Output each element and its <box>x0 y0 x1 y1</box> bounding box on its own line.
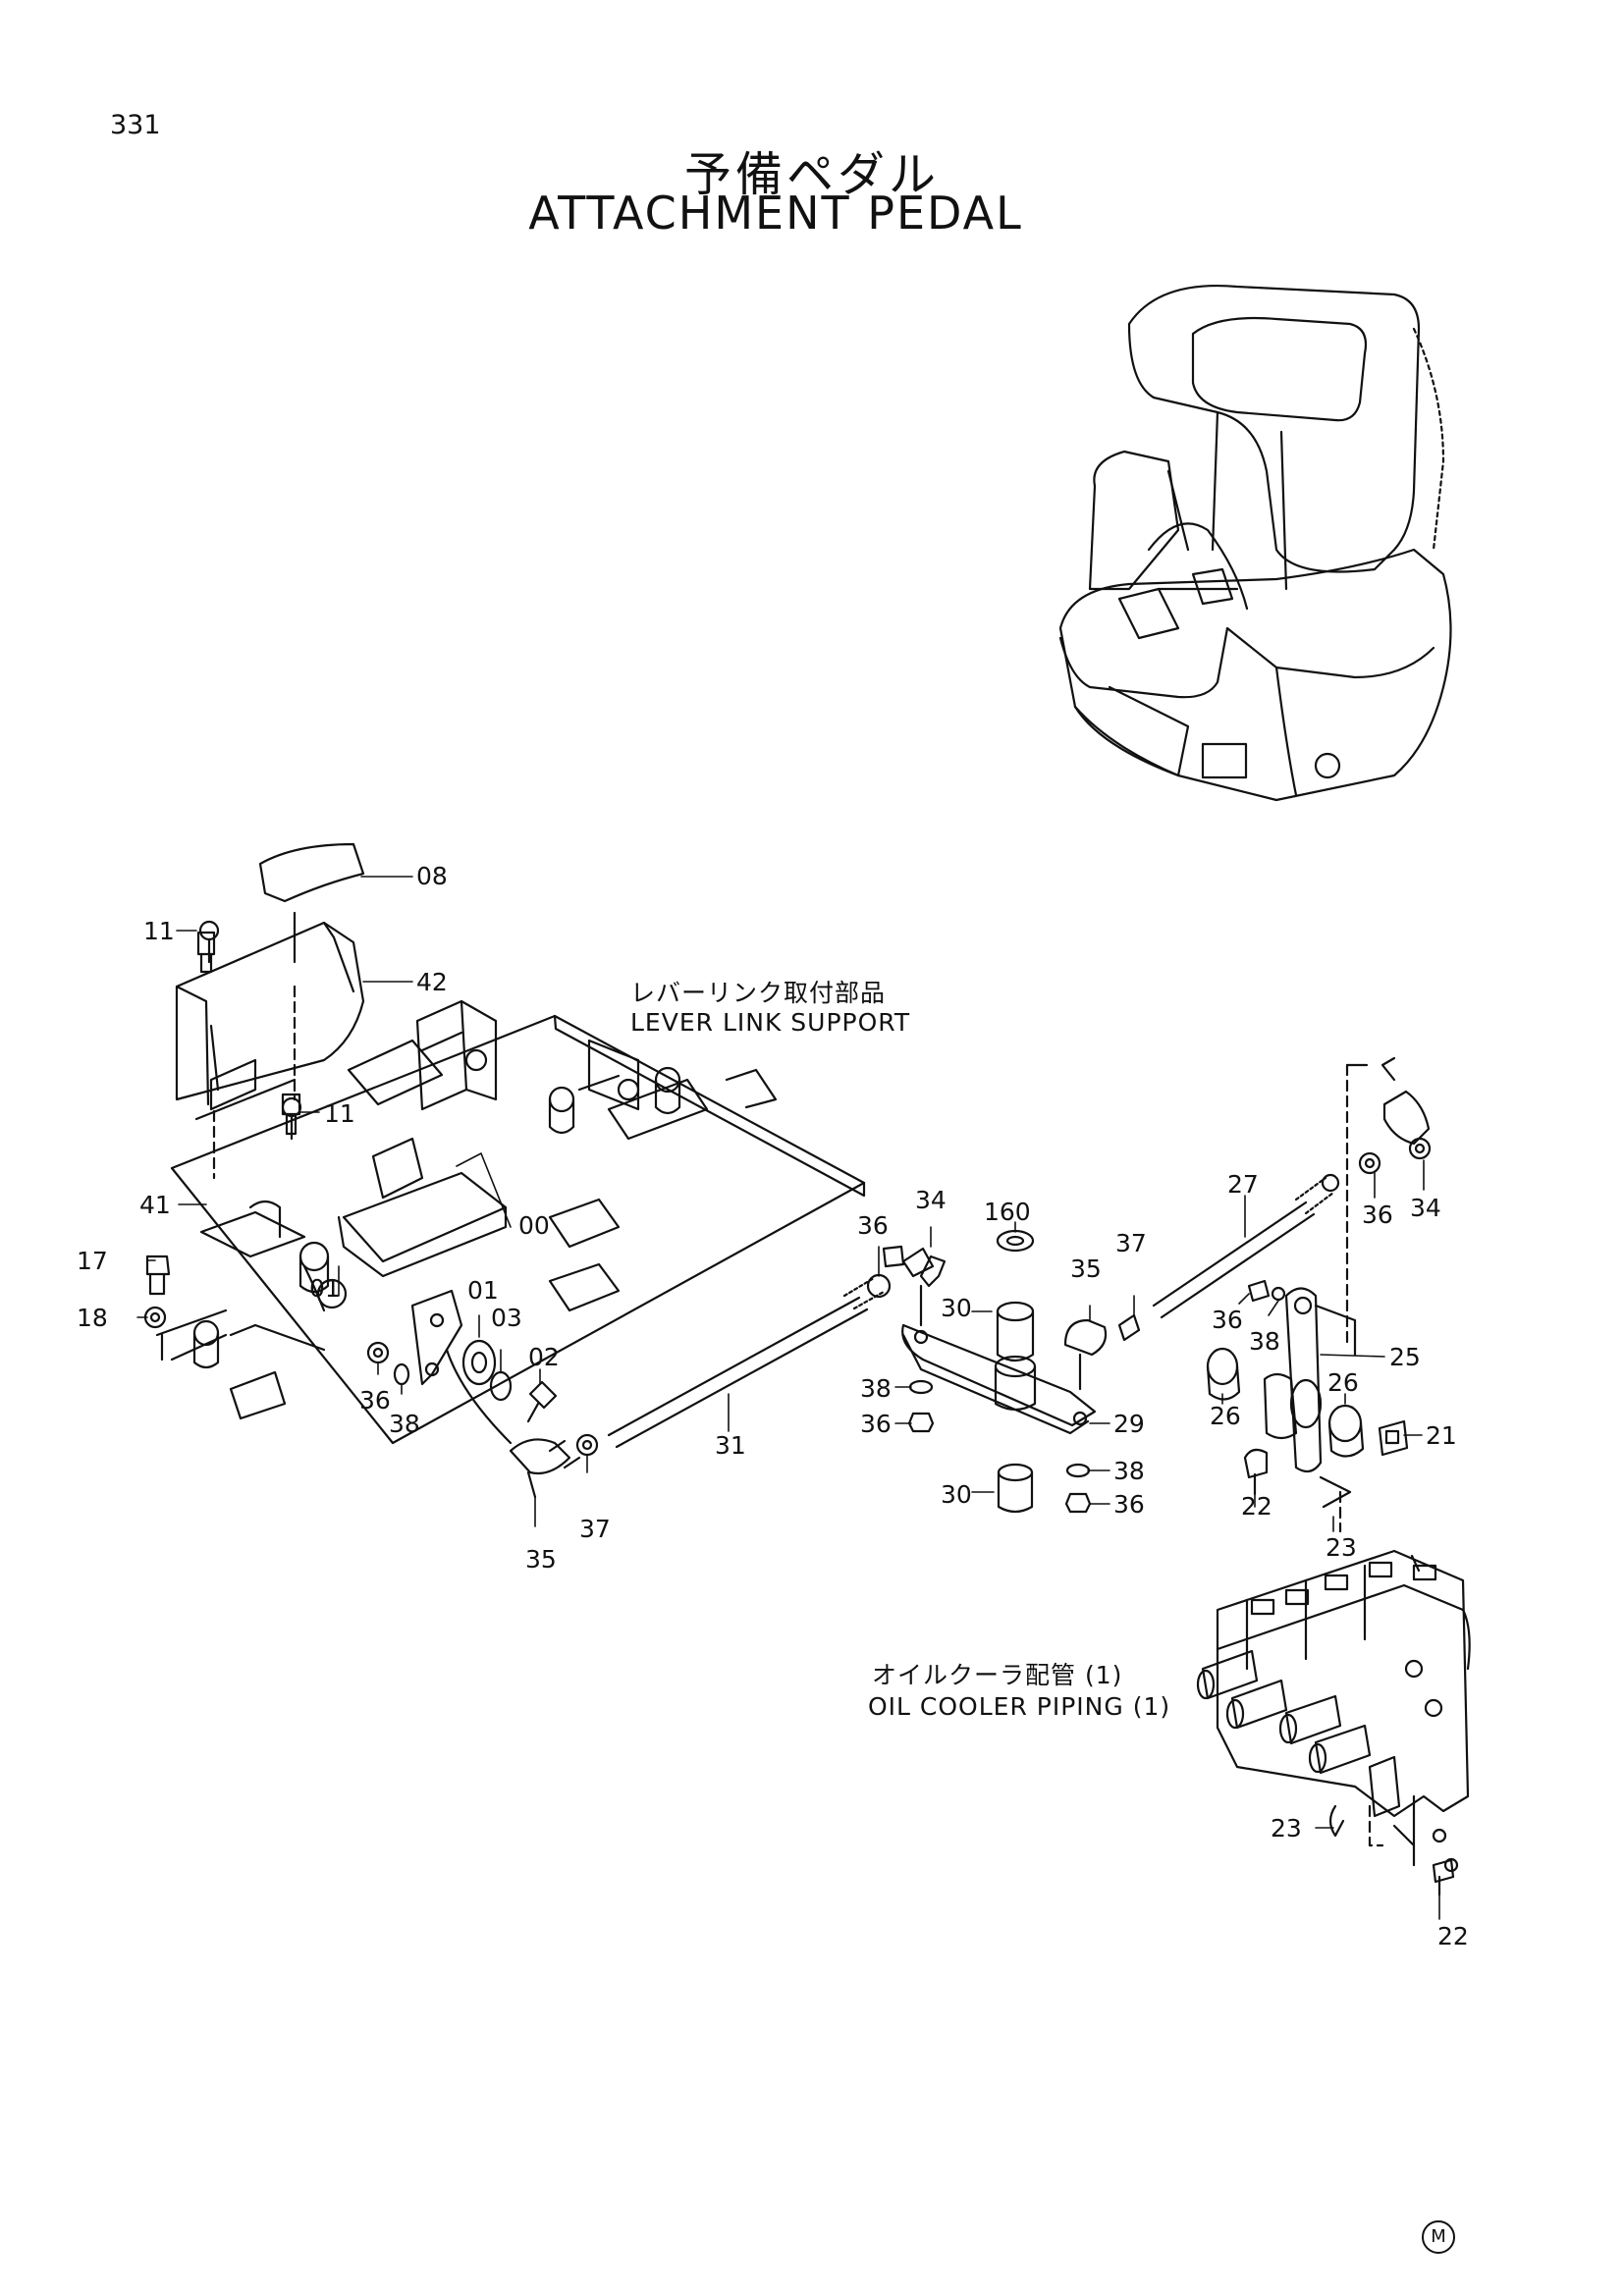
part-number-label: 36 <box>1113 1490 1145 1519</box>
part-number-label: 08 <box>416 862 448 890</box>
part-number-label: 35 <box>1070 1255 1102 1283</box>
part-number-label: 31 <box>715 1431 746 1460</box>
part-number-label: 25 <box>1389 1343 1421 1371</box>
lever-link-support-label: LEVER LINK SUPPORT <box>630 1008 911 1037</box>
part-number-label: 27 <box>1227 1170 1259 1199</box>
oil-cooler-piping-label-jp: オイルクーラ配管 (1) <box>872 1661 1123 1689</box>
part-number-label: 37 <box>1115 1229 1147 1257</box>
part-number-label: 36 <box>1212 1306 1243 1334</box>
part-number-label: 35 <box>525 1545 557 1574</box>
part-number-label: 41 <box>139 1191 171 1219</box>
rod-31 <box>509 1273 892 1499</box>
part-number-label: 22 <box>1437 1922 1469 1950</box>
part-number-label: 01 <box>467 1276 499 1305</box>
part-number-label: 22 <box>1241 1492 1272 1521</box>
page-title-japanese: 予備ペダル <box>683 147 940 202</box>
link-plate-29 <box>882 1229 1141 1514</box>
page-title: ATTACHMENT PEDAL <box>528 187 1023 240</box>
part-number-label: 02 <box>528 1343 560 1371</box>
part-number-label: 11 <box>143 917 175 945</box>
part-number-label: 30 <box>941 1480 972 1509</box>
part-number-label: 36 <box>1362 1201 1393 1229</box>
rod-27 <box>1152 1056 1432 1349</box>
part-number-label: 23 <box>1326 1533 1357 1562</box>
part-number-label: 11 <box>324 1099 355 1128</box>
part-number-label: 29 <box>1113 1410 1145 1438</box>
part-number-label: 36 <box>857 1211 889 1240</box>
lever-25 <box>1206 1279 1409 1509</box>
part-number-label: 36 <box>860 1410 892 1438</box>
part-number-label: 18 <box>77 1304 108 1332</box>
pedal-assembly <box>155 842 513 1402</box>
part-number-label: 38 <box>389 1410 420 1438</box>
part-number-label: 30 <box>941 1294 972 1322</box>
part-number-label: 26 <box>1210 1402 1241 1430</box>
oil-cooler-piping-label: OIL COOLER PIPING (1) <box>868 1692 1171 1721</box>
part-number-label: 42 <box>416 968 448 996</box>
part-number-label: 03 <box>491 1304 522 1332</box>
part-number-label: 37 <box>579 1515 611 1543</box>
part-number-label: 34 <box>915 1186 947 1214</box>
part-number-label: 17 <box>77 1247 108 1275</box>
manufacturer-mark: M <box>1422 2220 1455 2254</box>
lever-link-support-plate <box>170 1014 866 1445</box>
part-number-label: 38 <box>1113 1457 1145 1485</box>
part-number-label: 36 <box>359 1386 391 1415</box>
part-number-label: 38 <box>1249 1327 1280 1356</box>
cab-overview-illustration <box>1058 285 1452 802</box>
part-number-label: 160 <box>984 1198 1031 1226</box>
control-valve-block <box>1196 1490 1471 1896</box>
leader-lines <box>136 876 1440 1920</box>
part-number-label: 00 <box>518 1211 550 1240</box>
part-number-label: 01 <box>309 1274 341 1303</box>
part-number-label: 38 <box>860 1374 892 1403</box>
part-number-label: 23 <box>1271 1814 1302 1842</box>
part-number-label: 34 <box>1410 1194 1441 1222</box>
page-number: 331 <box>110 110 161 140</box>
lever-link-support-label-jp: レバーリンク取付部品 <box>630 979 887 1007</box>
part-number-label: 26 <box>1327 1368 1359 1397</box>
part-number-label: 21 <box>1426 1421 1457 1450</box>
